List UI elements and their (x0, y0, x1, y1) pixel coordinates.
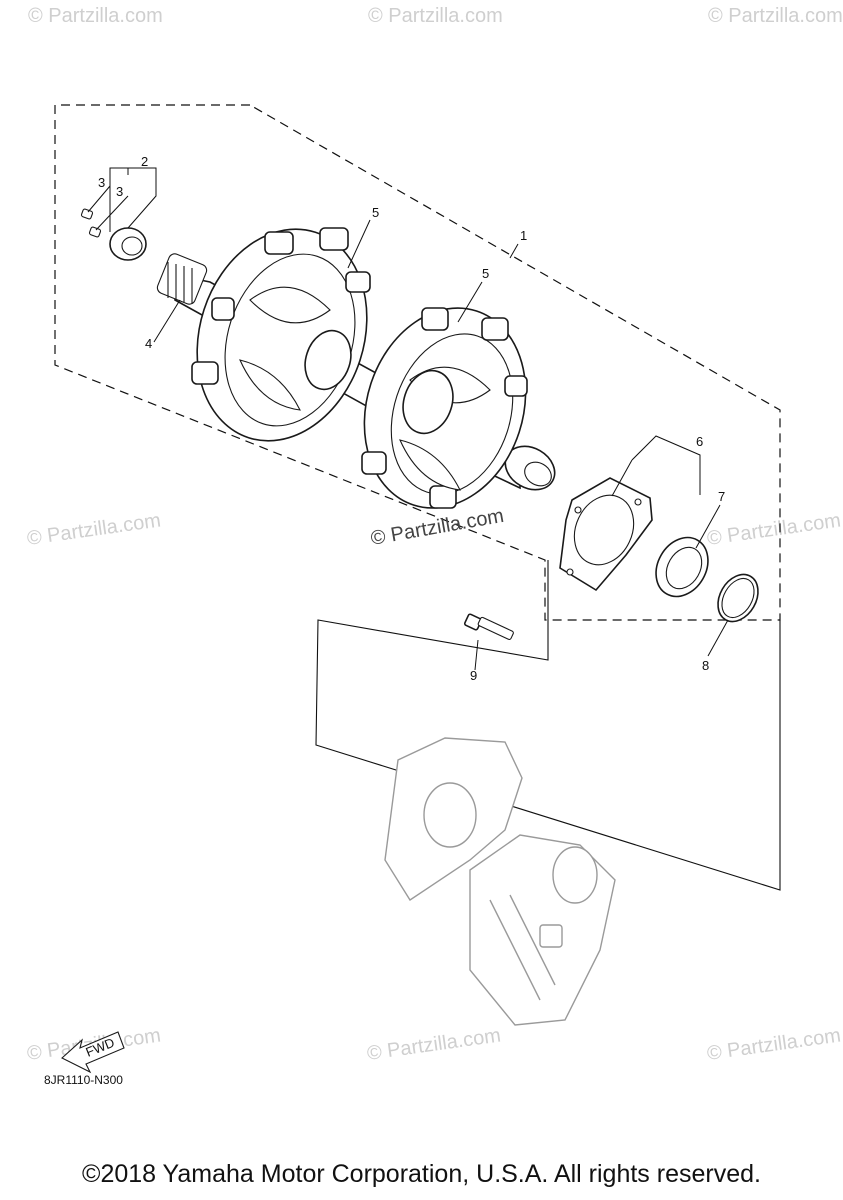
watermark: © Partzilla.com (708, 5, 843, 27)
callout-4: 4 (145, 336, 152, 351)
watermark: © Partzilla.com (26, 509, 163, 550)
callout-3: 3 (116, 184, 123, 199)
callout-1: 1 (520, 228, 527, 243)
brake-caliper-reference (384, 737, 616, 1026)
callout-8: 8 (702, 658, 709, 673)
copyright-notice: ©2018 Yamaha Motor Corporation, U.S.A. A… (82, 1160, 761, 1188)
watermark: © Partzilla.com (368, 5, 503, 27)
diagram-code: 8JR1110-N300 (44, 1073, 123, 1087)
watermark: © Partzilla.com (706, 1024, 843, 1065)
circlip (717, 573, 759, 623)
watermark-center: © Partzilla.com (369, 505, 506, 550)
callout-5: 5 (482, 266, 489, 281)
callout-5: 5 (372, 205, 379, 220)
plug-parts (80, 208, 147, 261)
callout-9: 9 (470, 668, 477, 683)
bearing (655, 536, 709, 598)
bearing-housing (559, 477, 653, 592)
assembly-boundary (54, 104, 781, 621)
track-sprocket (191, 227, 371, 442)
watermark: © Partzilla.com (706, 509, 843, 550)
callout-3: 3 (98, 175, 105, 190)
leader-lines (87, 167, 729, 671)
mounting-group-outline (315, 560, 781, 891)
callout-6: 6 (696, 434, 703, 449)
track-sprocket (361, 307, 528, 509)
callout-labels: 1 2 3 3 4 5 5 6 7 8 9 (98, 154, 725, 683)
callout-7: 7 (718, 489, 725, 504)
bolt (463, 613, 514, 641)
watermark: © Partzilla.com (28, 5, 163, 27)
watermark: © Partzilla.com (366, 1024, 503, 1065)
callout-2: 2 (141, 154, 148, 169)
